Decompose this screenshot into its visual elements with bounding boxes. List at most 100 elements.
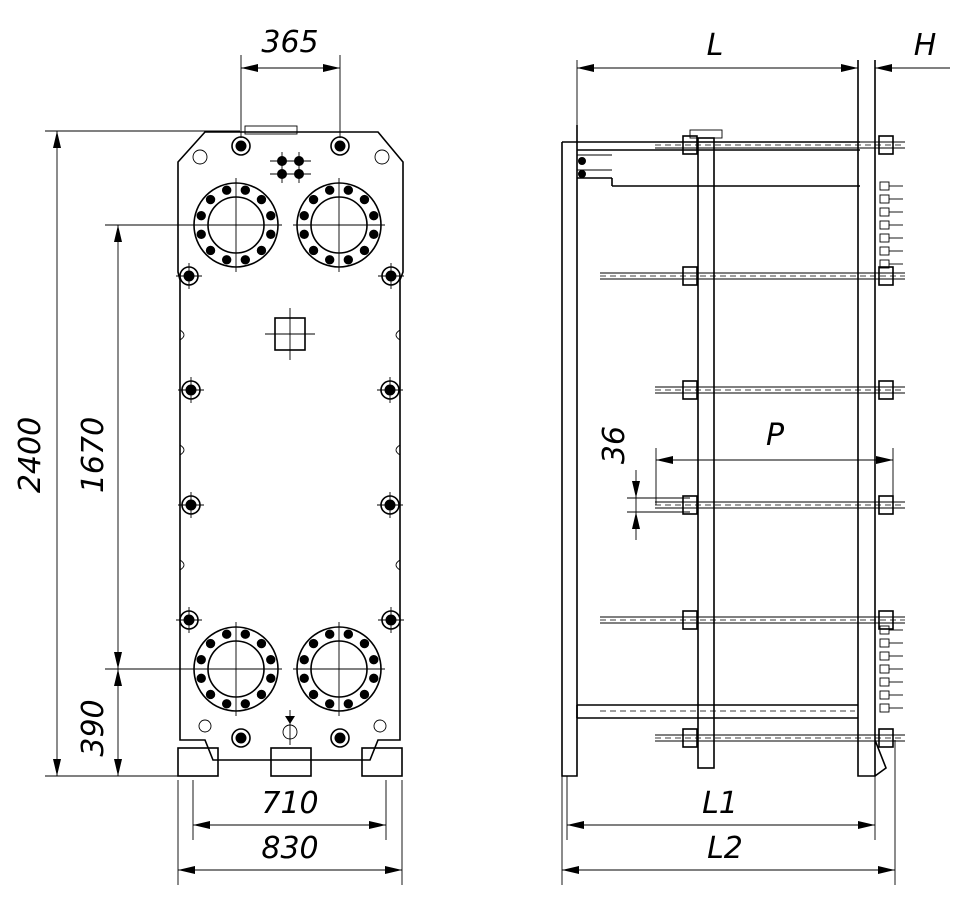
fixed-frame (857, 60, 887, 777)
flange-bolt (308, 689, 319, 700)
flange-bolt (240, 185, 251, 195)
flange-bolt (196, 210, 206, 221)
top-guide-bar (562, 141, 860, 187)
flange-bolt (256, 245, 267, 256)
dim-H: H (875, 28, 950, 72)
tie-rod (655, 380, 905, 400)
connection-bolt (879, 690, 903, 700)
tie-rod (600, 266, 905, 286)
tie-rods (600, 135, 905, 748)
connection-bolt (879, 181, 903, 191)
flange-bolt (205, 638, 216, 649)
flange-bolt (299, 229, 309, 240)
flange-bolt (369, 673, 379, 684)
flange-bolt (299, 210, 309, 221)
dim-390: 390 (76, 669, 122, 776)
flange-bolt (308, 194, 319, 205)
flange-bolts (196, 629, 276, 709)
connection-bolts (879, 181, 903, 713)
flange-bolt (359, 638, 370, 649)
dim-830-label: 830 (261, 831, 318, 866)
dim-L1-label: L1 (702, 786, 738, 821)
flange-bolt (324, 255, 335, 265)
hanger-hole-bottom-right (373, 719, 387, 733)
dim-L2: L2 (561, 740, 896, 885)
flange-bolts (299, 185, 379, 265)
dim-L2-label: L2 (707, 831, 743, 866)
dim-36: 36 (597, 426, 690, 540)
flange-bolt (369, 229, 379, 240)
flange-bolt (240, 629, 251, 639)
flange-bolt (196, 229, 206, 240)
dim-L1: L1 (566, 776, 876, 840)
flange-bolts (196, 185, 276, 265)
flange-bolt (324, 629, 335, 639)
foot-center (270, 747, 312, 777)
flange-bolt (266, 210, 276, 221)
flange-bolt (299, 654, 309, 665)
pressure-plate (697, 137, 715, 769)
flange-bolt (256, 638, 267, 649)
dim-H-label: H (914, 28, 937, 63)
dim-1670: 1670 (76, 224, 236, 670)
dim-365: 365 (240, 25, 341, 138)
flange-bolt (308, 638, 319, 649)
flange-bolt (343, 629, 354, 639)
flange-bolt (221, 629, 232, 639)
flange-bolt (343, 255, 354, 265)
flange-bolt (240, 255, 251, 265)
flange-bolt (205, 689, 216, 700)
dim-710: 710 (192, 780, 387, 840)
flange-bolt (196, 654, 206, 665)
hanger-hole-left (192, 149, 208, 165)
hanger-hole-right (374, 149, 390, 165)
connection-bolt (879, 207, 903, 217)
flange-bolt (324, 699, 335, 709)
flange-bolt (369, 210, 379, 221)
flange-bolt (221, 255, 232, 265)
connection-bolt (879, 259, 903, 269)
flange-bolt (308, 245, 319, 256)
port-upper-right (293, 178, 385, 272)
flange-bolt (343, 185, 354, 195)
dim-L-label: L (707, 28, 724, 63)
foot-left (177, 747, 219, 777)
connection-bolt (879, 664, 903, 674)
flange-bolt (359, 689, 370, 700)
connection-bolt (879, 194, 903, 204)
flange-bolt (266, 229, 276, 240)
connection-bolt (879, 625, 903, 635)
tie-rod (600, 610, 905, 630)
flange-bolt (205, 245, 216, 256)
tie-rod (655, 135, 905, 155)
dim-710-label: 710 (261, 786, 318, 821)
side-view: L H P 36 L1 L2 (561, 28, 950, 885)
flange-bolt (256, 689, 267, 700)
flange-bolt (221, 699, 232, 709)
flange-bolt (369, 654, 379, 665)
dim-L: L (576, 28, 858, 125)
support-column (561, 125, 578, 777)
connection-bolt (879, 677, 903, 687)
connection-bolt (879, 246, 903, 256)
dim-2400-label: 2400 (13, 417, 48, 493)
dim-2400: 2400 (13, 130, 240, 777)
flange-bolt (324, 185, 335, 195)
dim-390-label: 390 (76, 699, 111, 756)
flange-bolts (299, 629, 379, 709)
dim-36-label: 36 (597, 426, 632, 464)
connection-bolt (879, 233, 903, 243)
connection-bolt (879, 638, 903, 648)
flange-bolt (205, 194, 216, 205)
flange-bolt (266, 673, 276, 684)
frame-plate-outline (177, 131, 404, 761)
connection-bolt (879, 651, 903, 661)
dim-1670-label: 1670 (76, 417, 111, 493)
dim-P-label: P (766, 418, 785, 453)
dim-365-label: 365 (261, 25, 318, 60)
flange-bolt (359, 194, 370, 205)
flange-bolt (266, 654, 276, 665)
tie-rod (655, 495, 905, 515)
flange-bolt (240, 699, 251, 709)
